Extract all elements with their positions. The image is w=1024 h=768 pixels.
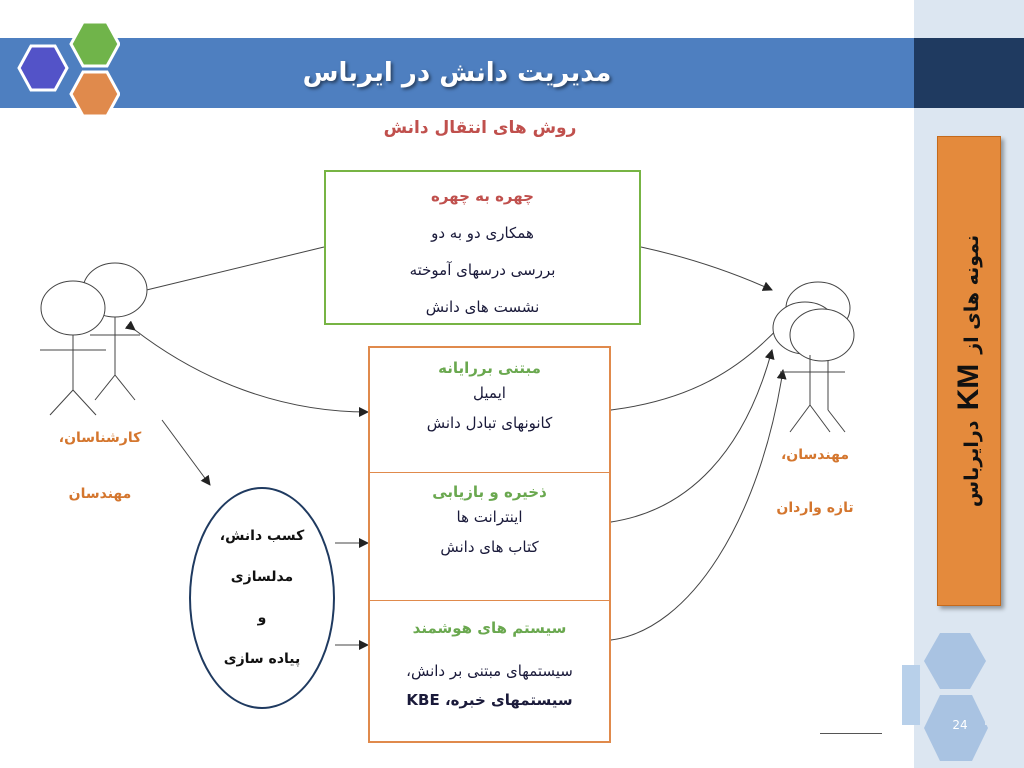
diagram-subtitle: روش های انتقال دانش: [383, 118, 577, 138]
title-band: [0, 38, 914, 108]
left-people-label-line2: مهندسان: [68, 486, 132, 502]
face-to-face-box: چهره به چهره همکاری دو به دو بررسی درسها…: [324, 170, 641, 325]
section-item: سیستمهای مبتنی بر دانش،: [406, 662, 573, 680]
intelligent-systems-section: سیستم های هوشمند سیستمهای مبتنی بر دانش،…: [370, 616, 609, 713]
section-heading: مبتنی بررایانه: [438, 359, 541, 377]
face-to-face-item: همکاری دو به دو: [431, 224, 534, 242]
banner-suffix: درایرباس: [961, 420, 983, 508]
face-to-face-heading: چهره به چهره: [431, 187, 534, 205]
oval-line: کسب دانش،: [219, 528, 305, 544]
section-item: ایمیل: [473, 384, 506, 402]
section-heading: سیستم های هوشمند: [412, 619, 567, 637]
footer-rule: [820, 733, 882, 734]
face-to-face-item: نشست های دانش: [425, 298, 540, 316]
oval-line: مدلسازی: [230, 569, 294, 585]
title-band-dark: [914, 38, 1024, 108]
page-number: 24: [952, 718, 968, 732]
page-title: مدیریت دانش در ایرباس: [302, 58, 612, 88]
left-people-label-line1: کارشناسان،: [58, 430, 142, 446]
knowledge-methods-box: مبتنی بررایانه ایمیل کانونهای تبادل دانش…: [368, 346, 611, 743]
storage-retrieval-section: ذخیره و بازیابی اینترانت ها کتاب های دان…: [370, 480, 609, 560]
right-people-label-line1: مهندسان،: [780, 447, 849, 463]
section-divider: [370, 472, 609, 473]
right-people-label-line2: تازه واردان: [776, 500, 854, 516]
banner-km: KM: [952, 363, 985, 411]
section-item: کتاب های دانش: [440, 538, 539, 556]
section-item: کانونهای تبادل دانش: [426, 414, 553, 432]
hexagon-logo: [17, 20, 120, 118]
section-heading: ذخیره و بازیابی: [432, 483, 547, 501]
knowledge-acquisition-oval: کسب دانش، مدلسازی و پیاده سازی: [189, 487, 335, 709]
oval-line: و: [257, 610, 267, 626]
section-divider: [370, 600, 609, 601]
computer-based-section: مبتنی بررایانه ایمیل کانونهای تبادل دانش: [370, 356, 609, 436]
face-to-face-item: بررسی درسهای آموخته: [409, 261, 556, 279]
km-examples-banner: نمونه های از KM درایرباس: [937, 136, 1001, 606]
right-people-icon: [772, 281, 855, 433]
connector-arrows: [40, 246, 855, 650]
left-people-icon: [40, 262, 148, 416]
decorative-hexagons: [902, 633, 1024, 761]
section-item: اینترانت ها: [456, 508, 523, 526]
banner-prefix: نمونه های از: [961, 234, 983, 354]
section-item: سیستمهای خبره، KBE: [406, 691, 573, 709]
oval-line: پیاده سازی: [223, 651, 301, 667]
